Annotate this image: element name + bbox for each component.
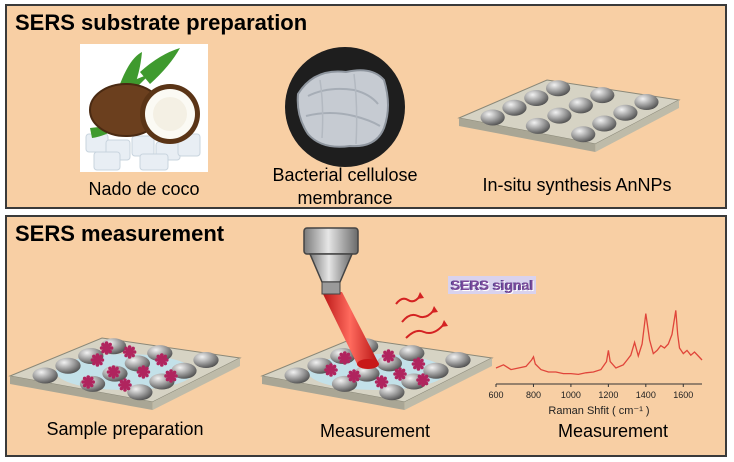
substrate-preparation-title: SERS substrate preparation: [15, 10, 308, 35]
sers-signal-arrows: [395, 292, 448, 339]
analyte-molecule: [393, 367, 407, 381]
sample-preparation-label: Sample preparation: [46, 419, 204, 439]
x-tick-label: 1600: [673, 390, 693, 400]
x-tick-label: 1200: [598, 390, 618, 400]
sample-substrate: [8, 337, 242, 410]
x-tick-label: 1000: [561, 390, 581, 400]
synthesis-label: In-situ synthesis AnNPs: [482, 175, 672, 195]
analyte-molecule: [164, 369, 178, 383]
spectrum-line: [495, 310, 703, 376]
x-tick-label: 800: [526, 390, 541, 400]
gold-nanoparticle-substrate: [457, 79, 681, 152]
spectrum-measurement-label: Measurement: [557, 421, 669, 441]
x-tick-label: 600: [488, 390, 503, 400]
coconut-label: Nado de coco: [88, 179, 200, 199]
analyte-molecule: [81, 375, 95, 389]
analyte-molecule: [347, 369, 361, 383]
membrane-label-line1: Bacterial cellulose: [272, 165, 418, 185]
analyte-molecule: [118, 378, 132, 392]
laser-beam: [322, 292, 378, 366]
analyte-molecule: [90, 353, 105, 367]
measurement-label: Measurement: [319, 421, 431, 441]
measurement-substrate: [260, 337, 494, 410]
coconut-image: [80, 44, 208, 172]
analyte-molecule: [324, 363, 338, 377]
sers-signal-label: SERS signal: [448, 276, 537, 294]
x-axis-label: Raman Shfit ( cm⁻¹ ): [548, 405, 649, 417]
analyte-molecule: [416, 373, 430, 387]
x-tick-label: 1400: [636, 390, 656, 400]
analyte-molecule: [106, 365, 121, 379]
sers-measurement-title: SERS measurement: [15, 221, 225, 246]
analyte-molecule: [374, 375, 389, 389]
analyte-molecule: [338, 351, 352, 365]
analyte-molecule: [99, 341, 114, 355]
analyte-molecule: [136, 365, 151, 379]
analyte-molecule: [155, 353, 169, 367]
cellulose-membrane-image: [285, 47, 405, 167]
analyte-molecule: [381, 349, 396, 363]
analyte-molecule: [411, 357, 426, 371]
sers-measurement-panel: SERS measurement: [5, 215, 727, 457]
analyte-molecule: [122, 345, 137, 359]
raman-probe: [303, 227, 379, 369]
membrane-label-line2: membrance: [297, 188, 393, 208]
